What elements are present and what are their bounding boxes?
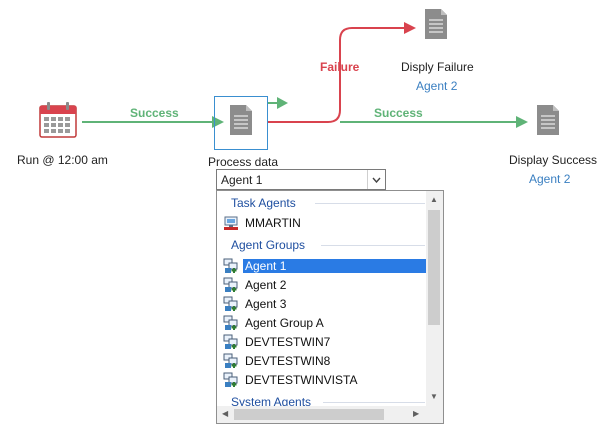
horizontal-scrollbar[interactable]: ◀ ▶ [217,406,426,423]
list-item[interactable]: Agent Group A [223,314,427,332]
edge-label-failure: Failure [320,60,360,74]
computer-icon [224,216,238,230]
scroll-up-icon[interactable]: ▲ [430,195,438,204]
edge-arrowhead [404,22,416,34]
node-label-failure: Disply Failure [401,60,474,74]
edge-label-success: Success [374,106,423,120]
vertical-scrollbar[interactable]: ▲ ▼ [426,191,443,406]
list-item-label: Agent 3 [245,297,287,311]
agent-group-icon [223,353,238,368]
divider [323,402,425,403]
list-item-label: DEVTESTWINVISTA [245,373,358,387]
scroll-down-icon[interactable]: ▼ [430,392,438,401]
list-item-label: Agent 1 [242,258,428,274]
agent-dropdown-list[interactable]: Task Agents MMARTIN Agent Groups Agent 1… [216,190,444,424]
scroll-corner [426,406,443,423]
group-header-system-agents: System Agents [231,395,312,409]
chevron-down-icon [372,177,381,183]
edge-arrowhead [516,116,528,128]
agent-select-value: Agent 1 [221,173,263,187]
list-item-label: Agent Group A [245,316,324,330]
edge-label-success: Success [130,106,179,120]
list-item-selected[interactable]: Agent 1 [223,257,428,275]
list-item[interactable]: DEVTESTWIN8 [223,352,427,370]
list-item[interactable]: DEVTESTWIN7 [223,333,427,351]
node-label-success: Display Success [509,153,598,167]
scroll-right-icon[interactable]: ▶ [413,409,420,418]
group-header-agent-groups: Agent Groups [231,238,306,252]
group-header-task-agents: Task Agents [231,196,296,210]
list-item[interactable]: Agent 3 [223,295,427,313]
edge-arrowhead [212,116,224,128]
process-node-selection[interactable] [214,96,268,150]
document-icon[interactable] [424,8,448,40]
dropdown-button[interactable] [367,170,385,189]
divider [315,203,425,204]
port-arrowhead [277,97,288,109]
divider [321,245,425,246]
list-item-label: DEVTESTWIN7 [245,335,331,349]
list-item[interactable]: Agent 2 [223,276,427,294]
agent-group-icon [223,315,238,330]
node-agent-failure[interactable]: Agent 2 [416,79,458,93]
node-label-process: Process data [208,155,279,169]
scrollbar-thumb[interactable] [234,409,384,420]
document-icon[interactable] [536,104,560,136]
calendar-icon[interactable] [38,101,78,139]
agent-group-icon [223,372,238,387]
agent-group-icon [223,334,238,349]
scrollbar-thumb[interactable] [428,210,440,325]
agent-select[interactable]: Agent 1 [216,169,386,190]
scroll-left-icon[interactable]: ◀ [222,409,229,418]
edge-process-to-failure[interactable] [268,27,404,123]
node-agent-success[interactable]: Agent 2 [529,172,571,186]
agent-group-icon [223,258,238,273]
agent-group-icon [223,296,238,311]
document-icon[interactable] [229,104,253,136]
agent-group-icon [223,277,238,292]
list-item[interactable]: DEVTESTWINVISTA [223,371,427,389]
list-item-label: Agent 2 [245,278,287,292]
list-item-label: MMARTIN [245,216,301,230]
list-item[interactable]: MMARTIN [223,214,427,232]
node-label-run: Run @ 12:00 am [17,153,108,167]
list-item-label: DEVTESTWIN8 [245,354,331,368]
